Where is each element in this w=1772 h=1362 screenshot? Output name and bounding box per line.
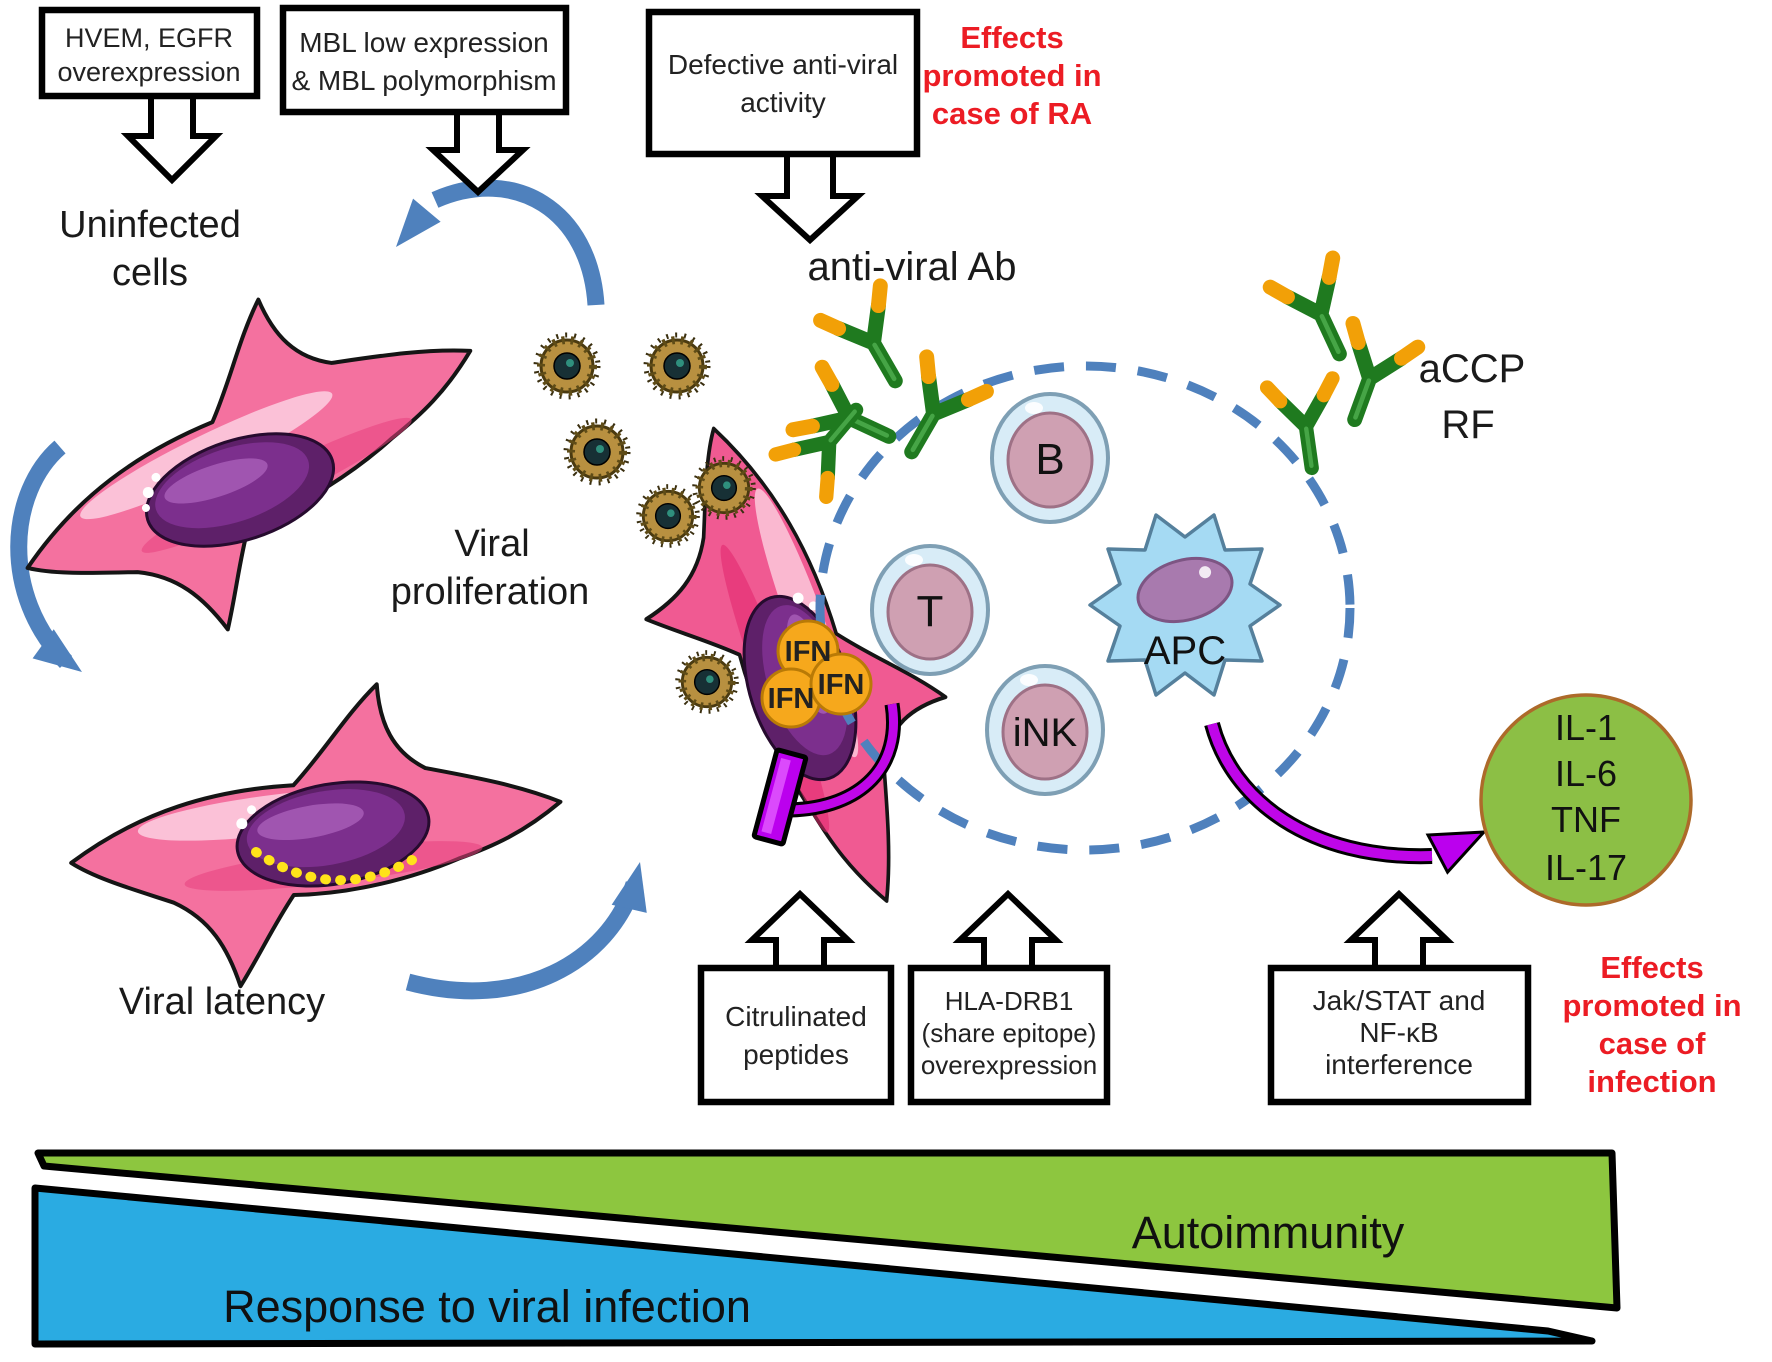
nucleus bbox=[141, 432, 336, 548]
hvem-box-line1: HVEM, EGFR bbox=[65, 23, 233, 53]
nucleus bbox=[235, 780, 431, 888]
callout-boxes-top: HVEM, EGFR overexpression MBL low expres… bbox=[38, 4, 921, 245]
viral-response-label: Response to viral infection bbox=[223, 1281, 751, 1332]
hla-box-line3: overexpression bbox=[921, 1050, 1097, 1080]
svg-text:case of: case of bbox=[1599, 1026, 1707, 1061]
cytokine-il6: IL-6 bbox=[1555, 753, 1617, 794]
cytokine-tnf: TNF bbox=[1551, 799, 1621, 840]
up-arrow-icon bbox=[744, 889, 856, 975]
accp-label: aCCP bbox=[1419, 347, 1526, 391]
inhibition-arrow-icon bbox=[751, 702, 901, 847]
callout-boxes-bottom: Citrulinated peptides HLA-DRB1 (share ep… bbox=[697, 889, 1532, 1106]
hla-box bbox=[907, 964, 1111, 1106]
up-arrow-icon bbox=[952, 889, 1064, 975]
defective-box bbox=[645, 8, 921, 158]
ra-note: Effects promoted in case of RA bbox=[922, 20, 1101, 131]
svg-text:case of RA: case of RA bbox=[932, 96, 1092, 131]
infection-note: Effects promoted in case of infection bbox=[1562, 950, 1741, 1099]
mbl-box bbox=[279, 4, 570, 116]
rf-label: RF bbox=[1441, 403, 1494, 447]
apc-cell-label: APC bbox=[1144, 629, 1226, 673]
ifn-cytokines: IFN IFN IFN bbox=[760, 619, 873, 729]
viral-proliferation-label-2: proliferation bbox=[391, 571, 590, 613]
hvem-box-line2: overexpression bbox=[57, 57, 240, 87]
viral-latency-label: Viral latency bbox=[119, 981, 325, 1023]
down-arrow-icon bbox=[120, 89, 224, 185]
citrulinated-box-line1: Citrulinated bbox=[725, 1001, 867, 1032]
cycle-arrow-bottom-icon bbox=[405, 862, 647, 1000]
jak-box-line2: NF-κB bbox=[1359, 1017, 1438, 1048]
ifn-label: IFN bbox=[768, 683, 815, 715]
svg-text:Effects: Effects bbox=[960, 20, 1063, 55]
apc-cell: APC bbox=[1088, 513, 1282, 697]
cytokine-bubble: IL-1 IL-6 TNF IL-17 bbox=[1479, 693, 1693, 907]
mbl-box-line2: & MBL polymorphism bbox=[291, 65, 556, 96]
ink-cell: iNK bbox=[985, 664, 1105, 796]
jak-box-line1: Jak/STAT and bbox=[1313, 985, 1486, 1016]
jak-box bbox=[1267, 964, 1532, 1106]
citrulinated-box bbox=[697, 964, 895, 1106]
svg-text:promoted in: promoted in bbox=[922, 58, 1101, 93]
citrulinated-box-line2: peptides bbox=[743, 1039, 849, 1070]
jak-box-line3: interference bbox=[1325, 1049, 1473, 1080]
cytokine-il17: IL-17 bbox=[1545, 847, 1627, 888]
t-cell: T bbox=[870, 544, 990, 676]
svg-text:Effects: Effects bbox=[1600, 950, 1703, 985]
svg-text:infection: infection bbox=[1587, 1064, 1716, 1099]
immune-compartment-dashed-circle bbox=[815, 361, 1355, 855]
b-cell: B bbox=[990, 392, 1110, 524]
text-labels: Uninfected cells Viral proliferation Vir… bbox=[59, 204, 1525, 1023]
autoimmunity-wedge bbox=[34, 1149, 1621, 1312]
hla-box-line2: (share epitope) bbox=[922, 1018, 1097, 1048]
hvem-box bbox=[38, 6, 261, 100]
svg-text:promoted in: promoted in bbox=[1562, 988, 1741, 1023]
b-cell-label: B bbox=[1035, 435, 1064, 484]
ink-cell-label: iNK bbox=[1013, 711, 1078, 755]
uninfected-cells-label-1: Uninfected bbox=[59, 204, 241, 246]
up-arrow-icon bbox=[1343, 889, 1455, 975]
down-arrow-icon bbox=[754, 145, 866, 245]
latent-cell bbox=[52, 661, 580, 1007]
down-arrow-icon bbox=[425, 103, 531, 197]
cycle-arrow-left-icon bbox=[10, 440, 82, 672]
mbl-box-line1: MBL low expression bbox=[299, 27, 549, 58]
hla-box-line1: HLA-DRB1 bbox=[945, 986, 1074, 1016]
cycle-arrow-top-icon bbox=[396, 179, 605, 306]
ifn-label: IFN bbox=[785, 636, 832, 668]
viral-response-wedge bbox=[31, 1184, 1596, 1348]
defective-box-line1: Defective anti-viral bbox=[668, 49, 898, 80]
gradient-wedges: Autoimmunity Response to viral infection bbox=[31, 1149, 1621, 1348]
t-cell-label: T bbox=[917, 587, 944, 636]
viral-proliferation-label-1: Viral bbox=[454, 523, 529, 565]
uninfected-cell bbox=[0, 226, 533, 696]
anti-viral-ab-label: anti-viral Ab bbox=[808, 245, 1017, 289]
autoimmunity-label: Autoimmunity bbox=[1132, 1207, 1405, 1258]
defective-box-line2: activity bbox=[740, 87, 826, 118]
uninfected-cells-label-2: cells bbox=[112, 252, 188, 294]
ifn-label: IFN bbox=[818, 669, 865, 701]
cytokine-il1: IL-1 bbox=[1555, 707, 1617, 748]
cytokine-release-arrow-icon bbox=[1204, 721, 1488, 875]
accp-rf-antibody-icons bbox=[1267, 258, 1418, 473]
antiviral-antibody-icons bbox=[776, 286, 987, 497]
